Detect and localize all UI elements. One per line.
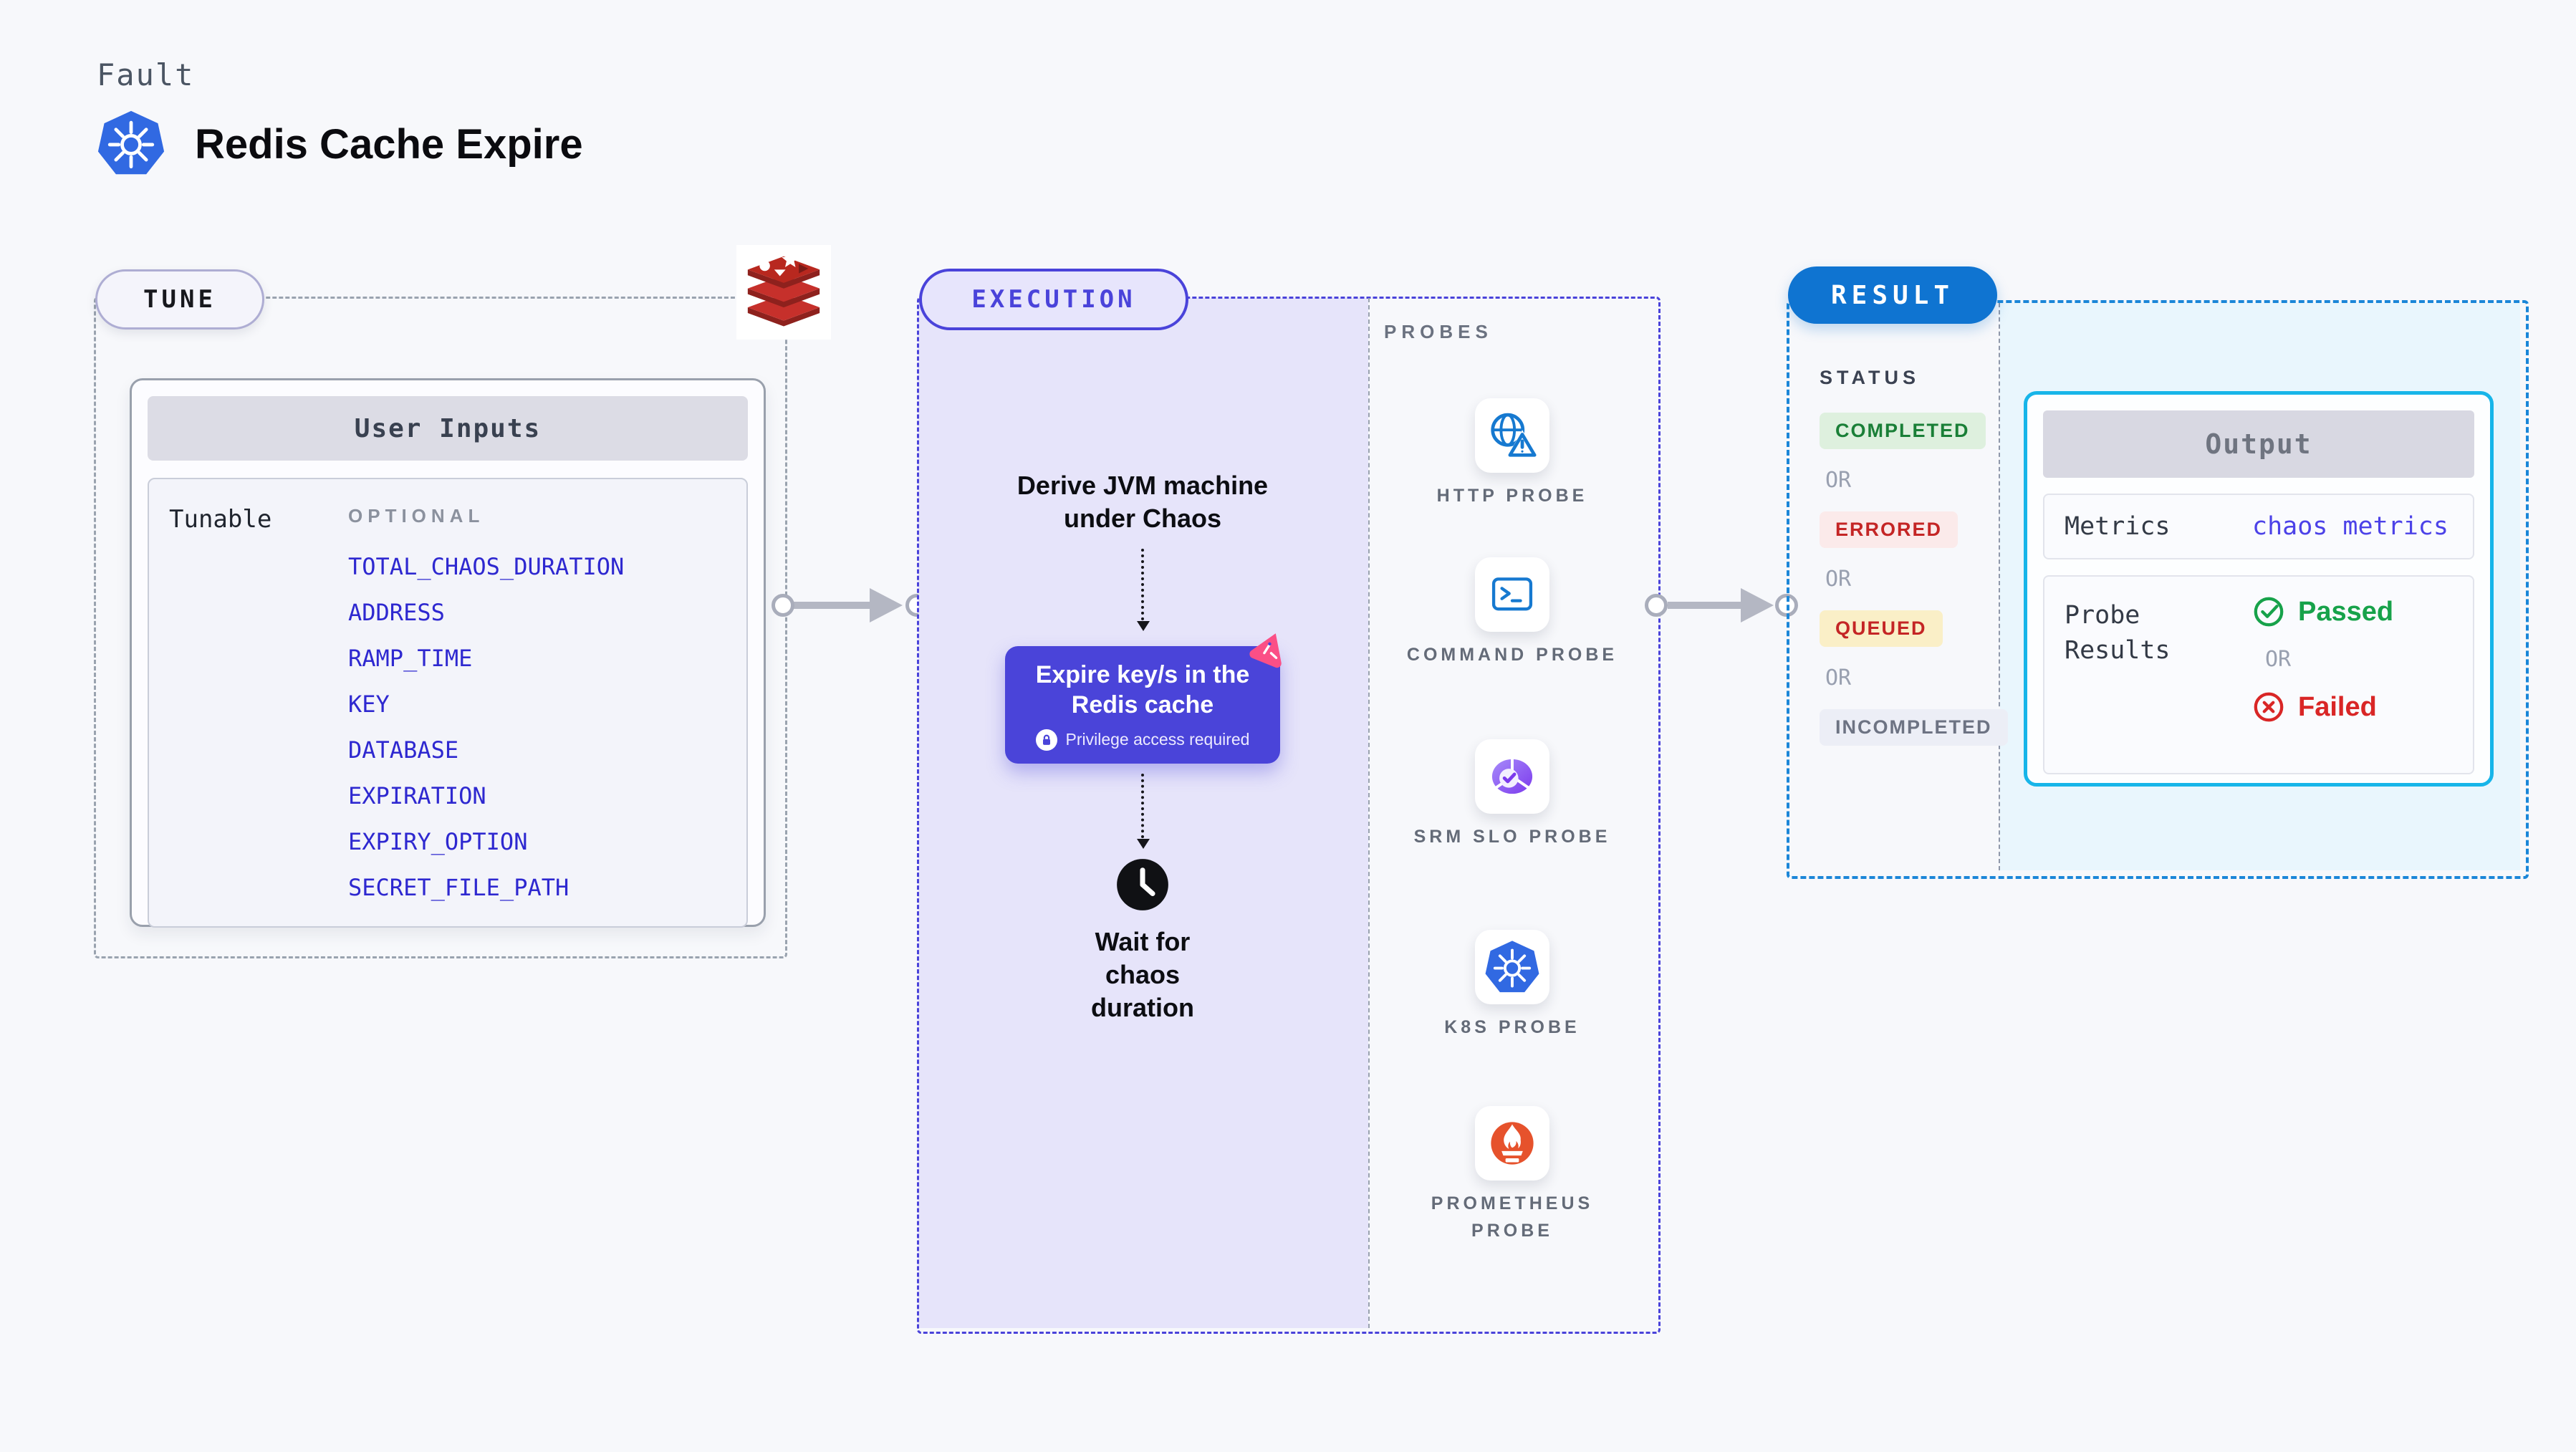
tune-section-frame: [94, 297, 787, 958]
input-secret-file-path: SECRET_FILE_PATH: [348, 874, 569, 901]
kubernetes-icon: [97, 109, 165, 178]
probes-column-label: PROBES: [1384, 321, 1493, 342]
slo-gauge-icon: [1484, 749, 1540, 804]
output-card-header: Output: [2043, 410, 2474, 478]
metrics-value: chaos metrics: [2252, 512, 2448, 541]
chaos-spark-icon: [1244, 623, 1296, 675]
connector-execution-to-result: [1668, 602, 1742, 609]
user-inputs-body: Tunable OPTIONAL TOTAL_CHAOS_DURATION AD…: [148, 478, 748, 928]
fault-action-node: Expire key/s in the Redis cache Privileg…: [1005, 646, 1280, 764]
probe-label-http: HTTP PROBE: [1436, 486, 1588, 506]
probe-label-srm-slo: SRM SLO PROBE: [1413, 827, 1611, 847]
fault-action-title: Expire key/s in the Redis cache: [1035, 660, 1250, 719]
or-separator: OR: [2265, 647, 2292, 672]
result-section-label: RESULT: [1830, 280, 1955, 310]
page-title: Redis Cache Expire: [195, 121, 583, 168]
probe-card-srm-slo: [1475, 739, 1549, 814]
probe-label-k8s: K8S PROBE: [1444, 1017, 1580, 1037]
status-list: COMPLETED OR ERRORED OR QUEUED OR INCOMP…: [1820, 413, 2008, 746]
step-derive-text: Derive JVM machine under Chaos: [1017, 471, 1269, 534]
execution-section-frame: [917, 297, 1661, 1334]
probe-card-prometheus: [1475, 1106, 1549, 1181]
output-card: Output Metrics chaos metrics Probe Resul…: [2024, 391, 2494, 787]
privilege-badge-text: Privilege access required: [1065, 730, 1250, 749]
tunable-row-label: Tunable: [169, 505, 272, 534]
clock-icon: [1115, 857, 1171, 913]
failed-row: Failed: [2252, 691, 2393, 723]
optional-inputs-list: OPTIONAL TOTAL_CHAOS_DURATION ADDRESS RA…: [348, 505, 625, 901]
execution-section-badge: EXECUTION: [919, 269, 1188, 330]
input-ramp-time: RAMP_TIME: [348, 645, 473, 672]
metrics-row: Metrics chaos metrics: [2043, 494, 2474, 559]
or-separator: OR: [1825, 567, 1852, 592]
input-key: KEY: [348, 691, 390, 718]
connector-tune-to-execution: [792, 602, 871, 609]
input-expiry-option: EXPIRY_OPTION: [348, 828, 528, 855]
tune-section-badge: TUNE: [95, 269, 264, 330]
terminal-icon: [1486, 569, 1538, 620]
execution-section-label: EXECUTION: [971, 285, 1136, 314]
probe-results-row: Probe Results Passed OR: [2043, 575, 2474, 774]
status-badge-incompleted: INCOMPLETED: [1820, 709, 2008, 746]
connector-arrowhead: [1741, 588, 1774, 622]
probe-label-command: COMMAND PROBE: [1406, 645, 1618, 665]
passed-label: Passed: [2298, 596, 2394, 627]
probe-card-command: [1475, 557, 1549, 632]
flow-arrow-down: [1137, 549, 1150, 631]
input-expiration: EXPIRATION: [348, 782, 486, 809]
status-badge-errored: ERRORED: [1820, 511, 1959, 548]
failed-label: Failed: [2298, 691, 2377, 722]
connector-node: [772, 594, 794, 617]
probe-results-label: Probe Results: [2065, 601, 2171, 665]
input-total-chaos-duration: TOTAL_CHAOS_DURATION: [348, 553, 625, 580]
check-circle-icon: [2252, 595, 2285, 628]
probes-divider: [1368, 298, 1370, 1328]
status-column-label: STATUS: [1820, 367, 1920, 388]
input-database: DATABASE: [348, 736, 459, 764]
x-circle-icon: [2252, 691, 2285, 723]
probe-card-http: [1475, 398, 1549, 473]
probe-label-prometheus: PROMETHEUS PROBE: [1431, 1193, 1594, 1241]
tune-section-label: TUNE: [143, 285, 216, 314]
result-section-badge: RESULT: [1788, 266, 1997, 324]
user-inputs-header: User Inputs: [148, 396, 748, 461]
lock-icon: [1035, 729, 1057, 751]
connector-node: [1645, 594, 1668, 617]
probe-card-k8s: [1475, 930, 1549, 1004]
redis-icon: [736, 245, 831, 340]
metrics-label: Metrics: [2065, 511, 2171, 541]
privilege-badge: Privilege access required: [1035, 729, 1250, 751]
step-wait-text: Wait for chaos duration: [1091, 927, 1194, 1023]
fault-kicker: Fault: [97, 57, 195, 92]
connector-arrowhead: [870, 588, 903, 622]
result-section-frame: [1787, 300, 2529, 879]
result-divider: [1999, 303, 2000, 870]
or-separator: OR: [1825, 468, 1852, 493]
globe-alert-icon: [1484, 408, 1540, 463]
or-separator: OR: [1825, 665, 1852, 691]
optional-group-label: OPTIONAL: [348, 505, 485, 527]
flow-arrow-down: [1137, 774, 1150, 849]
probe-results-values: Passed OR Failed: [2252, 577, 2393, 773]
input-address: ADDRESS: [348, 599, 445, 626]
status-badge-queued: QUEUED: [1820, 610, 1943, 647]
status-badge-completed: COMPLETED: [1820, 413, 1986, 449]
passed-row: Passed: [2252, 595, 2393, 628]
user-inputs-card: User Inputs Tunable OPTIONAL TOTAL_CHAOS…: [130, 378, 766, 928]
kubernetes-icon: [1484, 939, 1540, 995]
prometheus-flame-icon: [1484, 1115, 1540, 1171]
